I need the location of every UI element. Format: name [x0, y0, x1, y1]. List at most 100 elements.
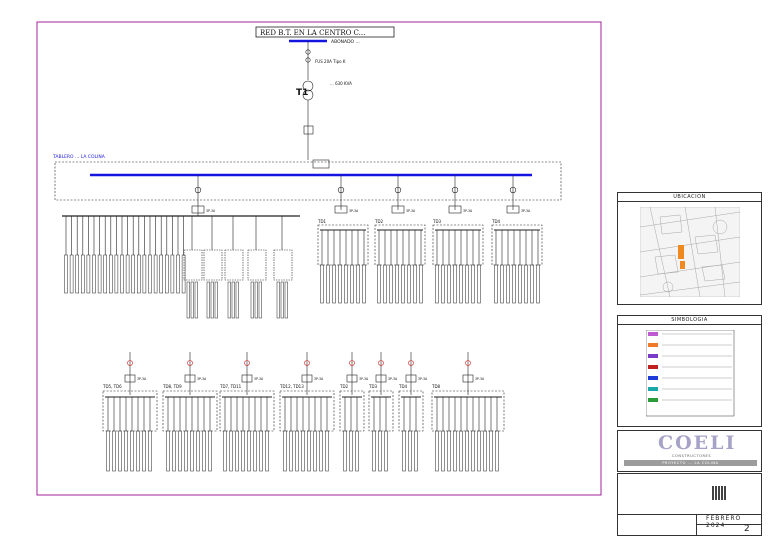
lower-fuse [187, 360, 193, 366]
feeder-cable [97, 254, 102, 294]
lower-rating: 3P-3A [137, 377, 147, 381]
feeder-cable [159, 254, 163, 294]
feeder-cable [69, 254, 74, 294]
feeder-cable [165, 254, 169, 294]
board-cable [362, 264, 366, 304]
lower-cable [384, 430, 388, 472]
subpanel-cable [190, 281, 194, 319]
feeder-cable [103, 254, 107, 294]
lower-cable [477, 430, 481, 472]
lower-enclosure [279, 390, 335, 432]
lower-board-label: TD5, TD6 [102, 384, 122, 389]
lower-cable [483, 430, 487, 472]
lower-cable [378, 430, 382, 472]
drop-breaker [509, 186, 517, 194]
lower-fuse [127, 360, 133, 366]
board-label: TD2 [374, 219, 384, 224]
transformer-primary [302, 80, 314, 92]
lower-cable [106, 430, 110, 472]
lower-cable [172, 430, 176, 472]
board-cable [524, 264, 528, 304]
lower-cable [283, 430, 287, 472]
subpanel-cable [210, 281, 214, 319]
board-cable [453, 264, 457, 304]
board-cable [395, 264, 399, 304]
feeder-cable [64, 254, 68, 294]
location-header: UBICACION [618, 193, 761, 202]
lower-rating: 3P-3A [388, 377, 398, 381]
subpanel-box [203, 249, 223, 281]
lower-cable [289, 430, 293, 472]
board-cable [500, 264, 504, 304]
feeder-cable [92, 254, 96, 294]
board-cable [506, 264, 510, 304]
lower-cable [447, 430, 451, 472]
drop-meter [391, 205, 405, 214]
lower-rating: 3P-3A [314, 377, 324, 381]
fuse-label: FUS 20A Tipo K [315, 59, 346, 64]
lower-cable [229, 430, 233, 472]
legend-swatch [648, 365, 658, 369]
board-enclosure [432, 224, 484, 266]
switchboard-enclosure [54, 161, 562, 201]
lower-cable [253, 430, 257, 472]
subpanel-box [224, 249, 244, 281]
sheet-border [36, 21, 602, 496]
sheet-number: 2 [744, 524, 750, 534]
lower-cable [465, 430, 469, 472]
company-panel: COELI CONSTRUCTORES PROYECTO ... LA COLI… [617, 430, 762, 472]
legend-swatch [648, 387, 658, 391]
lower-enclosure [219, 390, 275, 432]
lower-cable [301, 430, 305, 472]
subpanel-cable [186, 281, 190, 319]
location-panel: UBICACION [617, 192, 762, 305]
drop-breaker [394, 186, 402, 194]
legend-frame [646, 330, 735, 417]
lower-cable [319, 430, 323, 472]
title-box [255, 26, 395, 38]
feeder-cable [114, 254, 119, 294]
subpanel-box [247, 249, 267, 281]
lower-cable [325, 430, 329, 472]
legend-header: SIMBOLOGIA [618, 316, 761, 325]
board-cable [477, 264, 481, 304]
board-cable [536, 264, 540, 304]
lower-rating: 3P-3A [254, 377, 264, 381]
lower-cable [118, 430, 122, 472]
lower-board-label: TD8 [431, 384, 441, 389]
board-label: TD3 [432, 219, 442, 224]
lower-cable [489, 430, 493, 472]
board-cable [344, 264, 348, 304]
subpanel-cable [231, 281, 235, 319]
legend-swatch [648, 332, 658, 336]
board-cable [356, 264, 360, 304]
lower-cable [414, 430, 418, 472]
lower-board-label: TD7, TD11 [219, 384, 242, 389]
lower-cable [372, 430, 376, 472]
main-breaker [303, 125, 314, 135]
board-cable [413, 264, 417, 304]
subpanel-cable [254, 281, 258, 319]
lower-cable [471, 430, 475, 472]
feeder-cable [137, 254, 141, 294]
lower-fuse [378, 360, 384, 366]
lower-fuse [408, 360, 414, 366]
lower-meter [462, 374, 474, 383]
lower-meter [405, 374, 417, 383]
subpanel-box [273, 249, 293, 281]
drop-breaker [194, 186, 202, 194]
drop-meter [448, 205, 462, 214]
lower-rating: 3P-3A [359, 377, 369, 381]
diagram-title: RED B.T. EN LA CENTRO C... [260, 29, 365, 37]
subpanel-cable [276, 281, 280, 319]
lower-board-label: TD8, TD9 [162, 384, 182, 389]
lower-fuse [304, 360, 310, 366]
subpanel-cable [227, 281, 231, 319]
lower-board-label: TD12, TD13 [279, 384, 304, 389]
drop-meter [334, 205, 348, 214]
lower-fuse [349, 360, 355, 366]
board-enclosure [317, 224, 369, 266]
board-cable [407, 264, 411, 304]
lower-cable [202, 430, 206, 472]
